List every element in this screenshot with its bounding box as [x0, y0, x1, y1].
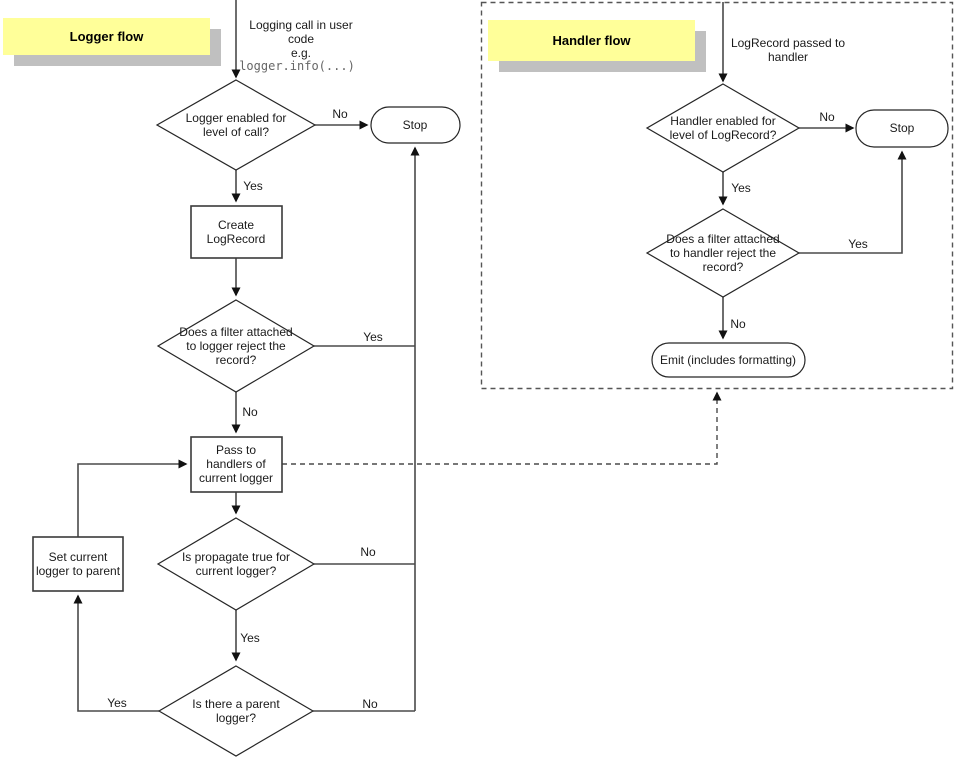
decision-handler-filter-label: Does a filter attached to handler reject… — [666, 232, 780, 274]
process-pass-to-handlers — [190, 436, 283, 493]
handler-flow-frame — [480, 1, 954, 390]
edge-setcurrent-to-pass — [77, 459, 188, 537]
process-create-logrecord-label: Create LogRecord — [206, 218, 266, 246]
handler-stop-label: Stop — [889, 121, 915, 135]
decision-parent-logger-label: Is there a parent logger? — [192, 697, 280, 725]
edge-label-propagate-no: No — [360, 545, 376, 559]
edge-label-handler-filter-yes: Yes — [848, 237, 868, 251]
edge-label-parent-no: No — [362, 697, 378, 711]
logger-flow-title-label: Logger flow — [69, 29, 144, 44]
edge-label-handler-enabled-yes: Yes — [731, 181, 751, 195]
decision-propagate — [156, 517, 316, 611]
decision-parent-logger — [157, 665, 315, 757]
edge-label-parent-yes: Yes — [107, 696, 127, 710]
decision-handler-enabled-label: Handler enabled for level of LogRecord? — [669, 114, 777, 142]
terminator-handler-stop — [855, 109, 949, 148]
process-set-current-logger-label: Set current logger to parent — [35, 550, 121, 578]
process-create-logrecord — [190, 205, 283, 259]
handler-start-note: LogRecord passed to handler — [730, 36, 846, 64]
decision-logger-enabled-label: Logger enabled for level of call? — [185, 111, 287, 139]
decision-logger-filter — [156, 299, 316, 393]
edge-pass-to-handler-flow-dashed — [282, 391, 722, 465]
process-set-current-logger — [32, 536, 124, 592]
edge-label-enabled-no: No — [332, 107, 348, 121]
process-pass-to-handlers-label: Pass to handlers of current logger — [198, 443, 274, 485]
handler-flow-title-label: Handler flow — [552, 33, 631, 48]
handler-flow-title: Handler flow — [488, 20, 695, 61]
edge-label-propagate-yes: Yes — [240, 631, 260, 645]
logger-stop-label: Stop — [402, 118, 428, 132]
edge-handler-filter-yes-to-stop — [799, 150, 907, 254]
logger-flow-title: Logger flow — [3, 18, 210, 55]
decision-handler-filter — [645, 208, 801, 298]
edge-label-handler-filter-no: No — [730, 317, 746, 331]
decision-handler-enabled — [645, 83, 801, 173]
terminator-logger-stop — [370, 106, 461, 144]
decision-logger-filter-label: Does a filter attached to logger reject … — [179, 325, 293, 367]
edge-label-filter-no: No — [242, 405, 258, 419]
logger-start-code: logger.info(...) — [239, 59, 355, 73]
edge-label-handler-enabled-no: No — [819, 110, 835, 124]
decision-logger-enabled — [155, 79, 317, 171]
terminator-emit — [651, 342, 806, 378]
edge-parent-yes-to-setcurrent — [73, 594, 159, 712]
terminator-emit-label: Emit (includes formatting) — [659, 353, 797, 367]
logger-start-note: Logging call in user code e.g. — [249, 18, 353, 60]
edge-label-filter-yes: Yes — [363, 330, 383, 344]
decision-propagate-label: Is propagate true for current logger? — [181, 550, 291, 578]
edge-label-enabled-yes: Yes — [243, 179, 263, 193]
